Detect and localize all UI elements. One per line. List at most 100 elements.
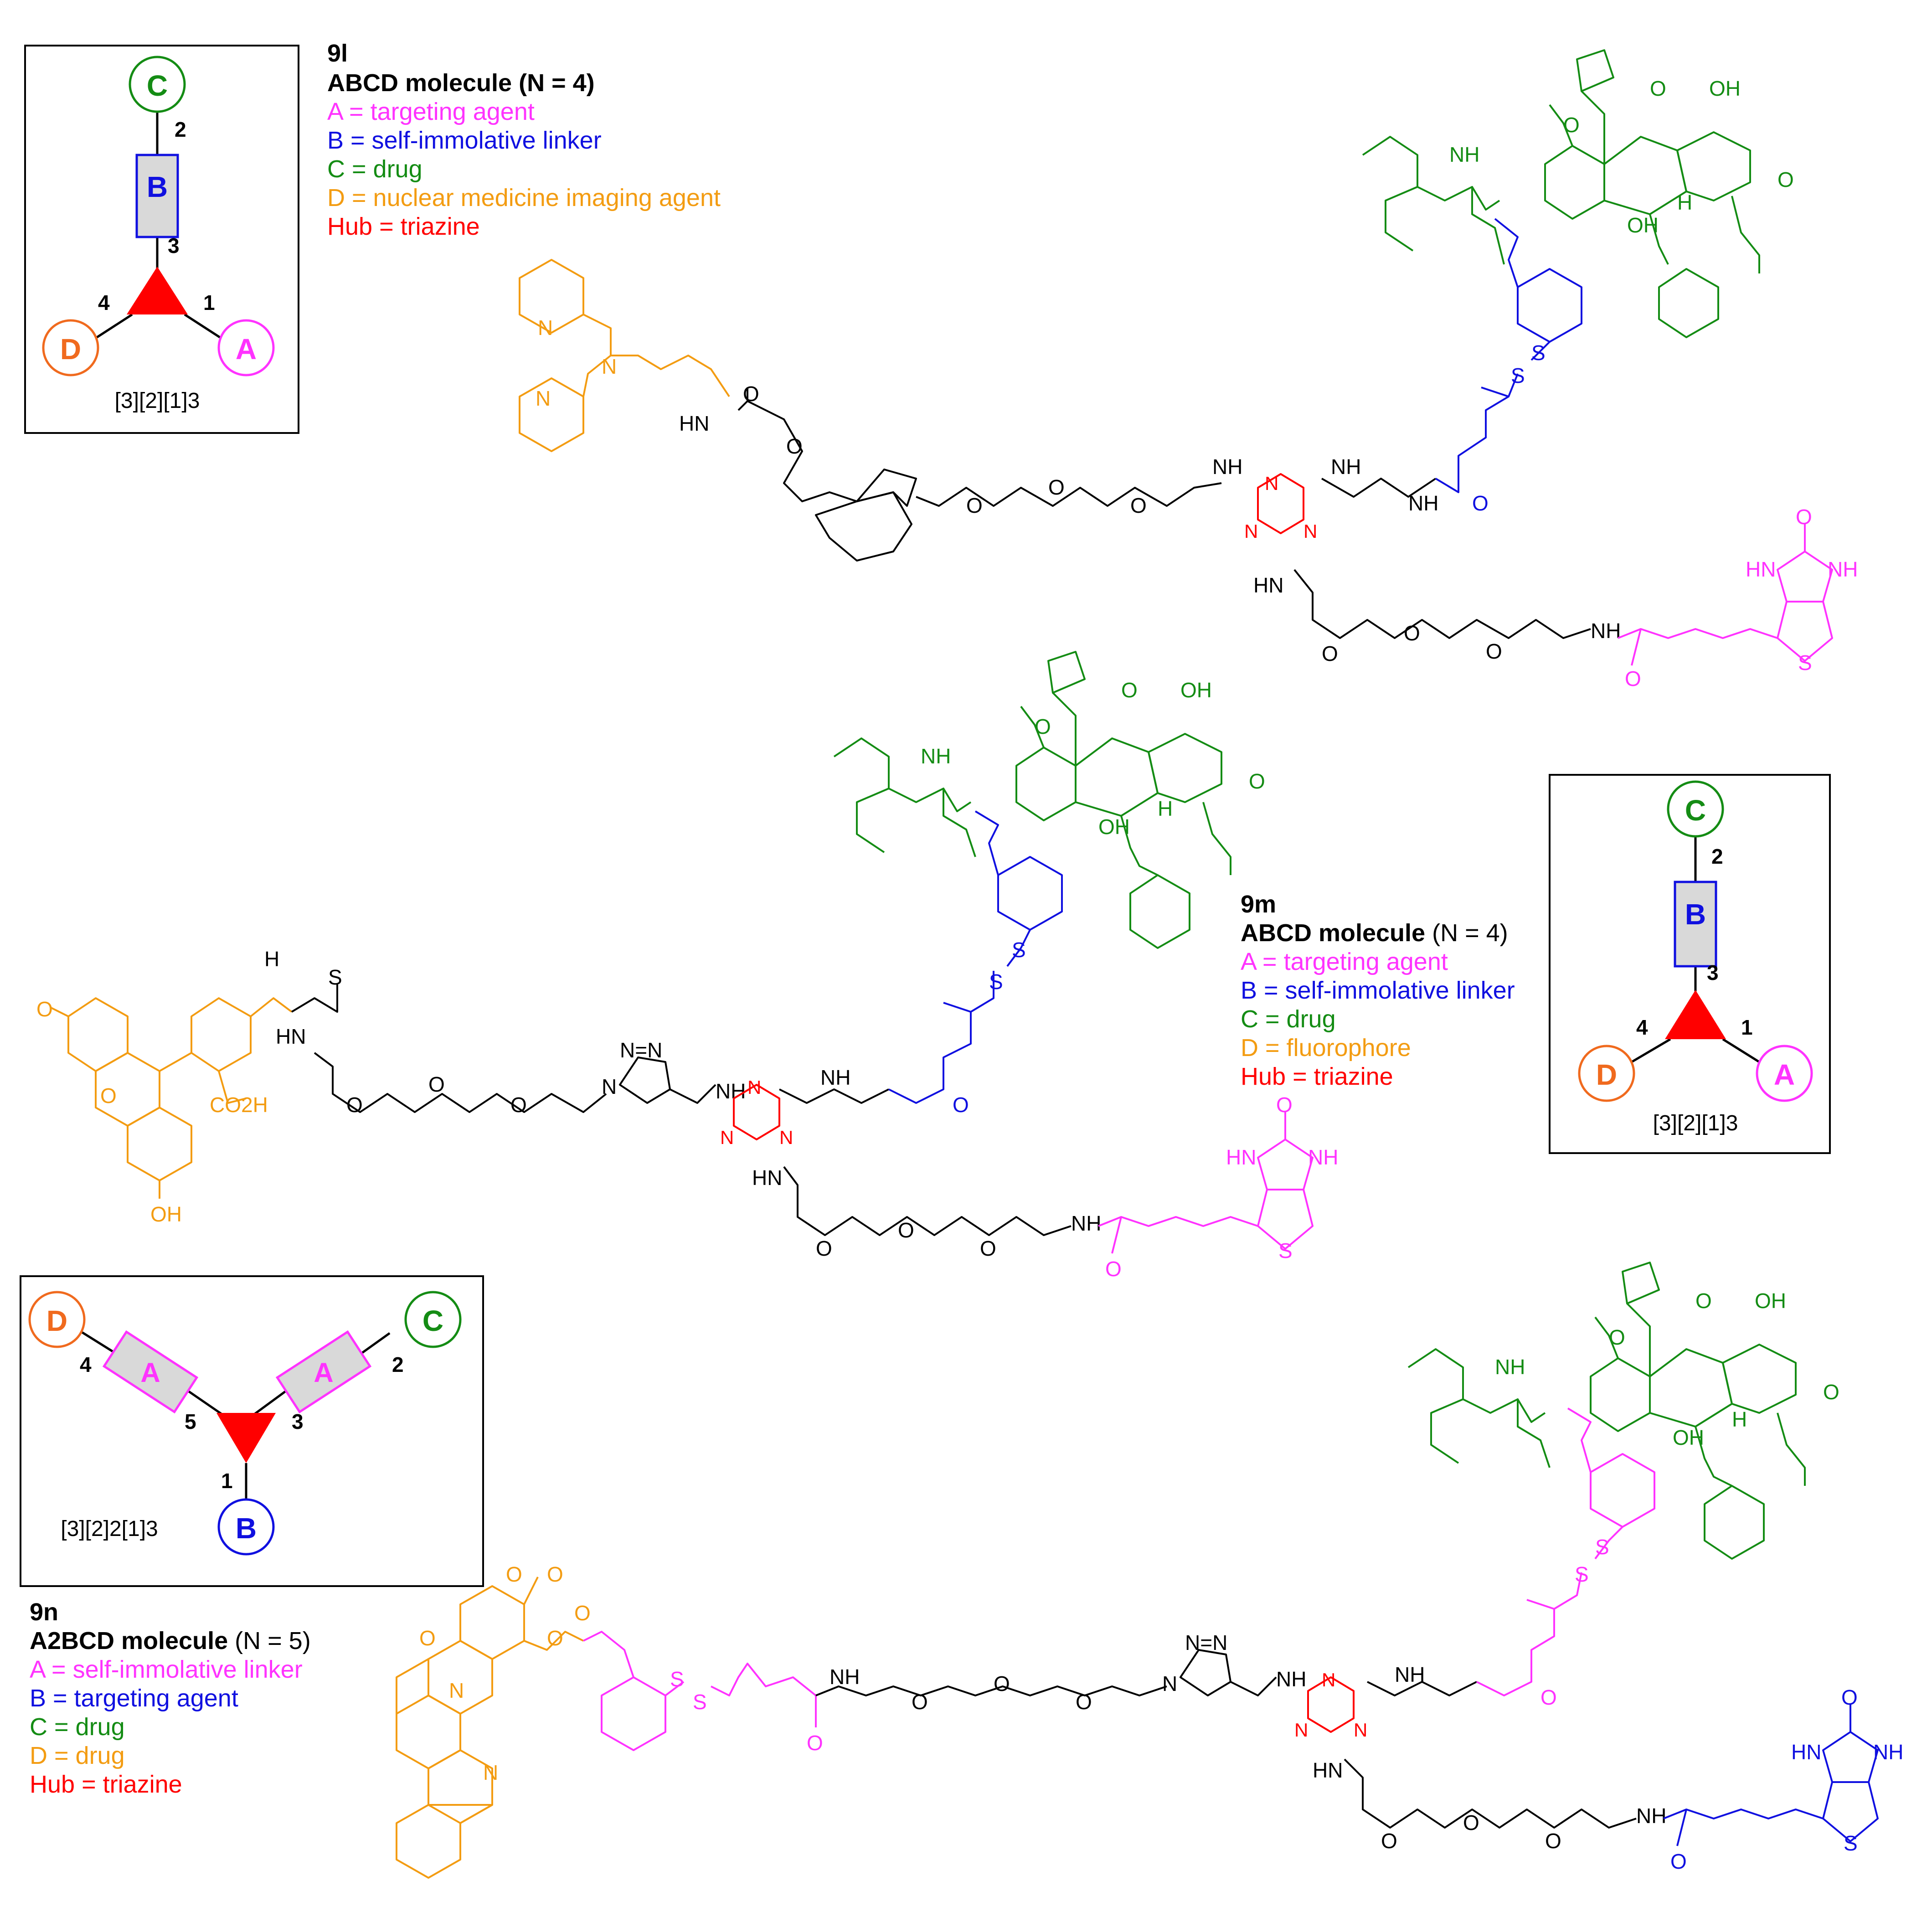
atom-nh: HN (1746, 557, 1776, 581)
scheme-9m-frame (1549, 774, 1831, 1154)
pyridine-ring (519, 259, 730, 452)
atom-o: O (1105, 1257, 1122, 1281)
atom-o: O (1563, 113, 1580, 137)
hub-triangle (216, 1413, 276, 1463)
atom-o: O (574, 1601, 591, 1625)
atom-o: O (1545, 1829, 1561, 1853)
atom-n: N=N (1185, 1631, 1227, 1654)
atom-o: O (1823, 1380, 1839, 1404)
node-d (42, 319, 99, 376)
legend-b: B = targeting agent (30, 1685, 238, 1712)
atom-o: O (1486, 639, 1502, 663)
atom-o: O (1777, 168, 1794, 191)
atom-nh: HN (1253, 573, 1283, 597)
node-c-label: C (1685, 794, 1706, 827)
biotin (1663, 1705, 1879, 1846)
node-c-label: C (422, 1304, 443, 1337)
edge-label: 4 (98, 291, 110, 314)
legend-c: C = drug (30, 1713, 125, 1741)
triazine-ring (1257, 473, 1304, 534)
atom-o: O (743, 382, 759, 406)
edge-label: 5 (185, 1410, 196, 1433)
node-b (1674, 881, 1717, 968)
fluorescein (50, 997, 293, 1199)
atom-o: O (1625, 667, 1641, 691)
atom-o: O (1249, 769, 1265, 793)
atom-o: O (100, 1084, 117, 1108)
node-c (129, 56, 186, 113)
self-immolative-linker (583, 1631, 817, 1751)
legend-n: (N = 4) (1432, 919, 1508, 947)
edge-label: 2 (1711, 845, 1723, 868)
atom-nh: NH (1591, 619, 1621, 643)
atom-s: S (328, 965, 342, 989)
atom-s: S (1575, 1562, 1589, 1586)
legend-9l: 9l ABCD molecule (N = 4) A = targeting a… (327, 40, 721, 240)
compound-label: 9l (327, 40, 348, 67)
legend-d: D = drug (30, 1742, 125, 1769)
atom-o: O (428, 1072, 445, 1096)
legend-title-line: ABCD molecule (N = 4) (327, 69, 595, 97)
atom-nh: HN (679, 412, 709, 435)
legend-title: ABCD molecule (327, 69, 512, 97)
atom-s: S (1844, 1831, 1858, 1855)
atom-o: O (1130, 494, 1147, 517)
atom-n: N (449, 1679, 464, 1702)
atom-nh: NH (716, 1079, 746, 1103)
edge-label: 1 (203, 291, 215, 314)
scheme-9n: D C A A B 4 2 5 3 1 [3][2]2[1]3 (20, 1275, 484, 1587)
atom-oh: OH (1180, 678, 1212, 702)
atom-nh: NH (1395, 1663, 1425, 1686)
self-immolative-linker (1435, 218, 1582, 493)
atom-o: O (1121, 678, 1138, 702)
hub-triangle (1665, 990, 1726, 1039)
atom-nh: NH (1276, 1667, 1306, 1691)
atom-oh: OH (1755, 1289, 1786, 1313)
node-a-label: A (1774, 1058, 1795, 1091)
taxane-drug (833, 651, 1231, 949)
node-d-label: D (60, 333, 81, 366)
camptothecin (396, 1577, 584, 1879)
node-a-label: A (140, 1357, 160, 1388)
atom-nh: HN (276, 1025, 306, 1048)
atom-o: O (1695, 1289, 1712, 1313)
atom-n: N (1162, 1672, 1177, 1695)
atom-o: O (1076, 1690, 1092, 1714)
atom-h: H (264, 947, 279, 971)
node-c (1667, 780, 1724, 838)
molecule-9m: O O OH CO2H H S HN O O O N N=N NH NH HN … (36, 651, 1338, 1281)
atom-o: O (994, 1672, 1010, 1695)
atom-o: O (1472, 491, 1489, 515)
atom-s: S (1012, 938, 1026, 962)
atom-n: N (1265, 473, 1278, 494)
atom-o: O (953, 1093, 969, 1117)
atom-o: O (1609, 1325, 1625, 1349)
triazine-ring (733, 1084, 780, 1140)
self-immolative-linker (888, 810, 1063, 1104)
atom-o: O (1404, 621, 1420, 645)
atom-nh: NH (829, 1665, 860, 1689)
atom-o: O (1381, 1829, 1397, 1853)
atom-n: N (536, 386, 551, 410)
atom-n: N (1303, 520, 1317, 542)
legend-hub: Hub = triazine (1241, 1063, 1393, 1090)
atom-co2h: CO2H (210, 1093, 268, 1117)
scheme-9n-frame (20, 1275, 484, 1587)
molecule-9n: O O O O O N N S S O NH O O O N N=N N (396, 1262, 1903, 1879)
scheme-9l-frame (24, 45, 299, 434)
atom-s: S (1278, 1239, 1293, 1263)
legend-b: B = self-immolative linker (1241, 977, 1515, 1004)
atom-o: O (547, 1562, 563, 1586)
atom-nh: NH (1212, 455, 1242, 479)
node-d-label: D (1596, 1058, 1617, 1091)
node-b (135, 154, 179, 238)
atom-o: O (966, 494, 983, 517)
atom-n: N (720, 1127, 734, 1148)
atom-o: O (1670, 1850, 1687, 1873)
atom-o: O (506, 1562, 522, 1586)
node-a-label: A (314, 1357, 333, 1388)
node-c-label: C (147, 69, 168, 102)
biotin (1098, 1112, 1314, 1254)
legend-9m: 9m ABCD molecule (N = 4) A = targeting a… (1241, 891, 1515, 1090)
